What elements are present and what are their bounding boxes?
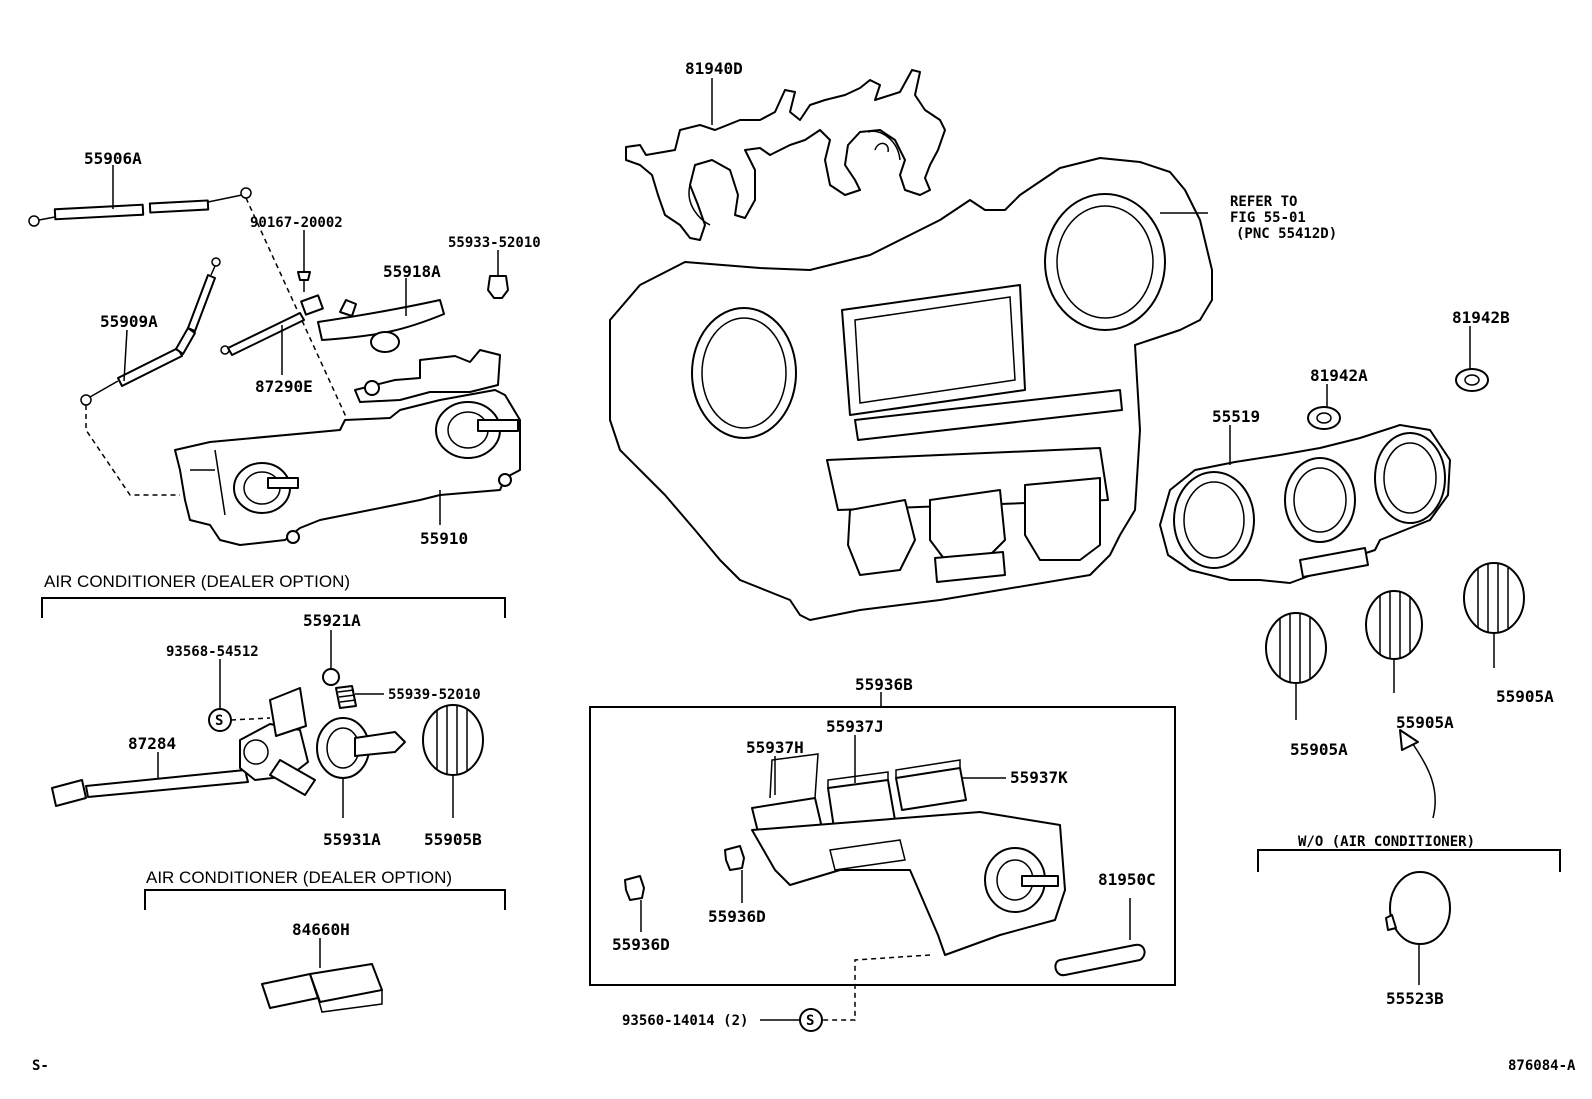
knob-55905b — [422, 704, 484, 818]
label-87290e: 87290E — [255, 377, 313, 396]
label-81942b: 81942B — [1452, 308, 1510, 327]
screw-mark-b: S — [806, 1013, 814, 1029]
label-55519: 55519 — [1212, 407, 1260, 426]
label-55905a-3: 55905A — [1496, 687, 1554, 706]
heater-control-panel-55519 — [1159, 424, 1451, 584]
cap-81942a — [1307, 384, 1341, 430]
label-81940d: 81940D — [685, 59, 743, 78]
label-55921a: 55921A — [303, 611, 361, 630]
screw-mark-a: S — [215, 713, 223, 729]
screw-90167 — [297, 230, 311, 292]
label-55905b: 55905B — [424, 830, 482, 849]
label-55906a: 55906A — [84, 149, 142, 168]
rod-87290e — [220, 294, 324, 356]
refer-note-line3: (PNC 55412D) — [1236, 226, 1337, 242]
label-55939: 55939-52010 — [388, 687, 481, 703]
knob-base-55931a — [316, 717, 406, 818]
label-55936b: 55936B — [855, 675, 913, 694]
cap-55523b — [1385, 871, 1451, 985]
label-55936d-a: 55936D — [612, 935, 670, 954]
switch-base-bracket — [751, 811, 1066, 956]
label-87284: 87284 — [128, 734, 176, 753]
screw-93560 — [760, 954, 931, 1032]
control-unit-55910 — [174, 349, 521, 546]
label-55905a-2: 55905A — [1396, 713, 1454, 732]
label-84660h: 84660H — [292, 920, 350, 939]
label-93568: 93568-54512 — [166, 644, 259, 660]
refer-note-line1: REFER TO — [1230, 194, 1297, 210]
label-81950c: 81950C — [1098, 870, 1156, 889]
switch-55937k — [895, 759, 1006, 811]
center-cluster-panel — [609, 157, 1213, 621]
cable-55906a — [28, 187, 252, 227]
ac-option-2-bracket — [144, 889, 506, 910]
section-ac-option-2: AIR CONDITIONER (DEALER OPTION) — [146, 868, 452, 887]
section-ac-option-1: AIR CONDITIONER (DEALER OPTION) — [44, 572, 350, 591]
arrow-indicator — [1399, 729, 1436, 819]
ac-option-1-bracket — [41, 597, 506, 618]
bulb-holder-81950c — [1054, 898, 1146, 977]
label-81942a: 81942A — [1310, 366, 1368, 385]
spring-55939 — [335, 685, 384, 709]
label-55937j: 55937J — [826, 717, 884, 736]
bulb-55936d-b — [724, 845, 745, 903]
clip-55933 — [487, 250, 509, 299]
label-55905a-1: 55905A — [1290, 740, 1348, 759]
knob-55905a-2 — [1365, 590, 1423, 693]
wo-ac-bracket — [1257, 849, 1561, 872]
label-55931a: 55931A — [323, 830, 381, 849]
switch-assembly-box — [589, 706, 1176, 986]
switch-55937j — [827, 735, 896, 829]
ring-55921a — [322, 630, 340, 686]
cap-81942b — [1455, 326, 1489, 392]
knob-55905a-3 — [1463, 562, 1525, 668]
label-55918a: 55918A — [383, 262, 441, 281]
harness-87284 — [51, 687, 316, 807]
corner-left: S- — [32, 1058, 49, 1074]
screw-93568 — [208, 659, 271, 732]
label-93560: 93560-14014 (2) — [622, 1013, 748, 1029]
label-55933: 55933-52010 — [448, 235, 541, 251]
lever-55918a — [317, 299, 445, 353]
label-55909a: 55909A — [100, 312, 158, 331]
refer-note-line2: FIG 55-01 — [1230, 210, 1306, 226]
cable-55909a — [80, 257, 221, 406]
label-55523b: 55523B — [1386, 989, 1444, 1008]
switch-84660h — [261, 938, 383, 1013]
label-55937k: 55937K — [1010, 768, 1068, 787]
label-55937h: 55937H — [746, 738, 804, 757]
bracket-81940d — [625, 69, 946, 241]
knob-55905a-1 — [1265, 612, 1327, 720]
section-wo-ac: W/O (AIR CONDITIONER) — [1298, 834, 1475, 850]
label-55936d-b: 55936D — [708, 907, 766, 926]
label-90167: 90167-20002 — [250, 215, 343, 231]
bulb-55936d-a — [624, 875, 645, 932]
illustration-number: 876084-A — [1508, 1058, 1576, 1074]
label-55910: 55910 — [420, 529, 468, 548]
